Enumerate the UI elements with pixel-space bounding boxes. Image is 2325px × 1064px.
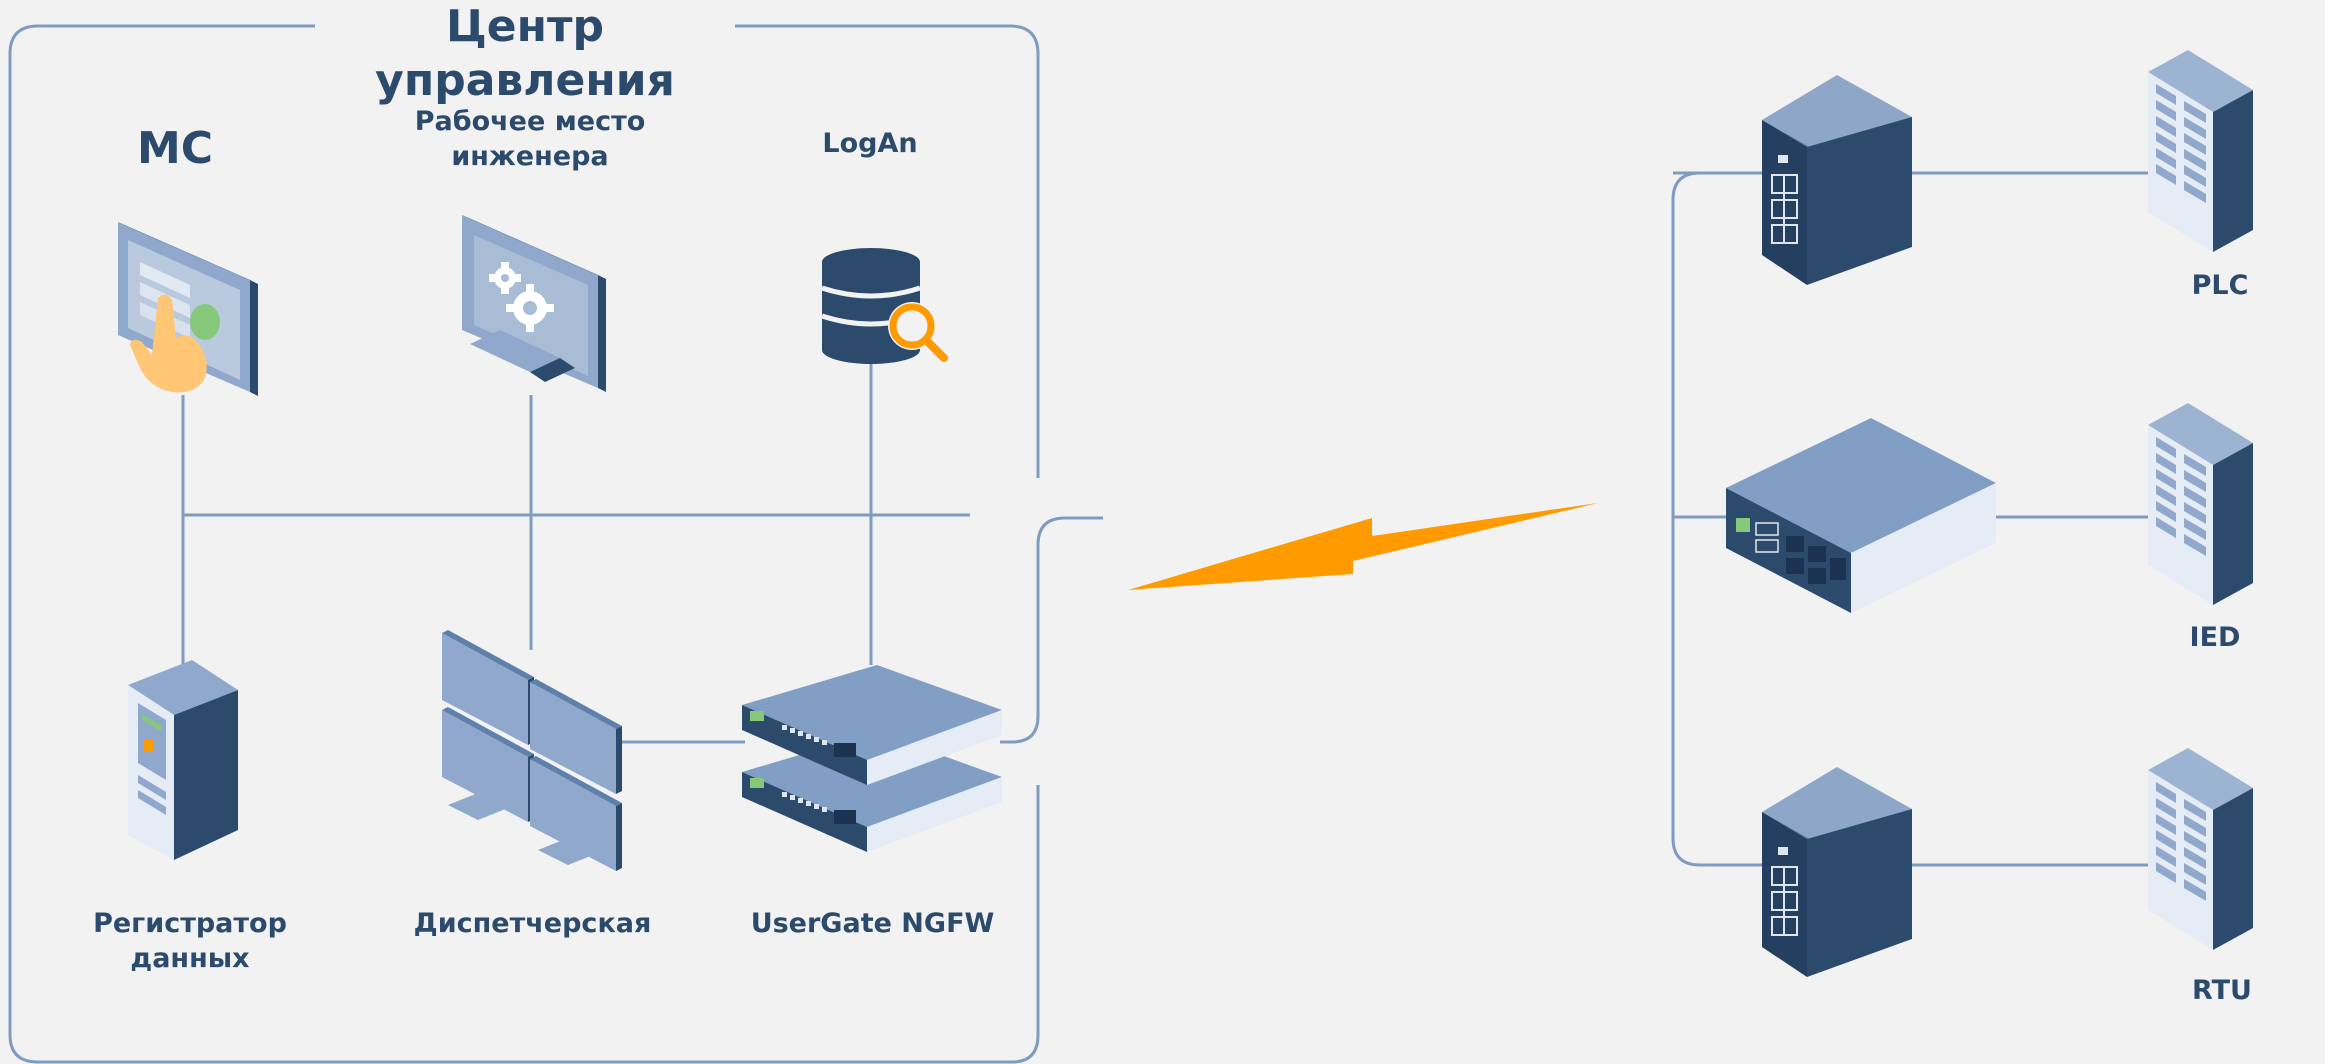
ied-device-icon — [2148, 403, 2253, 605]
logan-label: LogAn — [822, 128, 918, 159]
control-center-title: Центр управления — [315, 0, 735, 106]
engineer-label-line-1: Рабочее место — [414, 106, 646, 137]
database-search-icon — [821, 248, 948, 364]
engineer-label: Рабочее место инженера — [405, 104, 655, 174]
touch-monitor-icon — [118, 222, 258, 396]
ngfw-label: UserGate NGFW — [750, 908, 995, 939]
plc-label: PLC — [2191, 270, 2249, 301]
ied-label: IED — [2189, 622, 2241, 653]
registrar-label: Регистратор данных — [80, 906, 300, 976]
wireless-link-lightning-icon — [1128, 503, 1598, 590]
settings-monitor-icon — [462, 215, 606, 392]
switch-bottom-icon — [1761, 766, 1913, 978]
rtu-label: RTU — [2192, 975, 2252, 1006]
engineer-label-line-2: инженера — [451, 141, 609, 173]
video-wall-icon — [442, 630, 622, 871]
switch-top-icon — [1761, 74, 1913, 286]
server-tower-icon — [128, 660, 238, 860]
firewall-appliance-icon — [742, 665, 1002, 852]
dispatch-label: Диспетчерская — [413, 908, 652, 939]
registrar-label-line-2: данных — [130, 943, 250, 975]
registrar-label-line-1: Регистратор — [93, 908, 287, 939]
connection-lines — [8, 24, 2150, 1064]
rtu-device-icon — [2148, 748, 2253, 950]
switch-middle-icon — [1725, 417, 1997, 614]
plc-device-icon — [2148, 50, 2253, 252]
mc-label: МС — [136, 123, 214, 174]
